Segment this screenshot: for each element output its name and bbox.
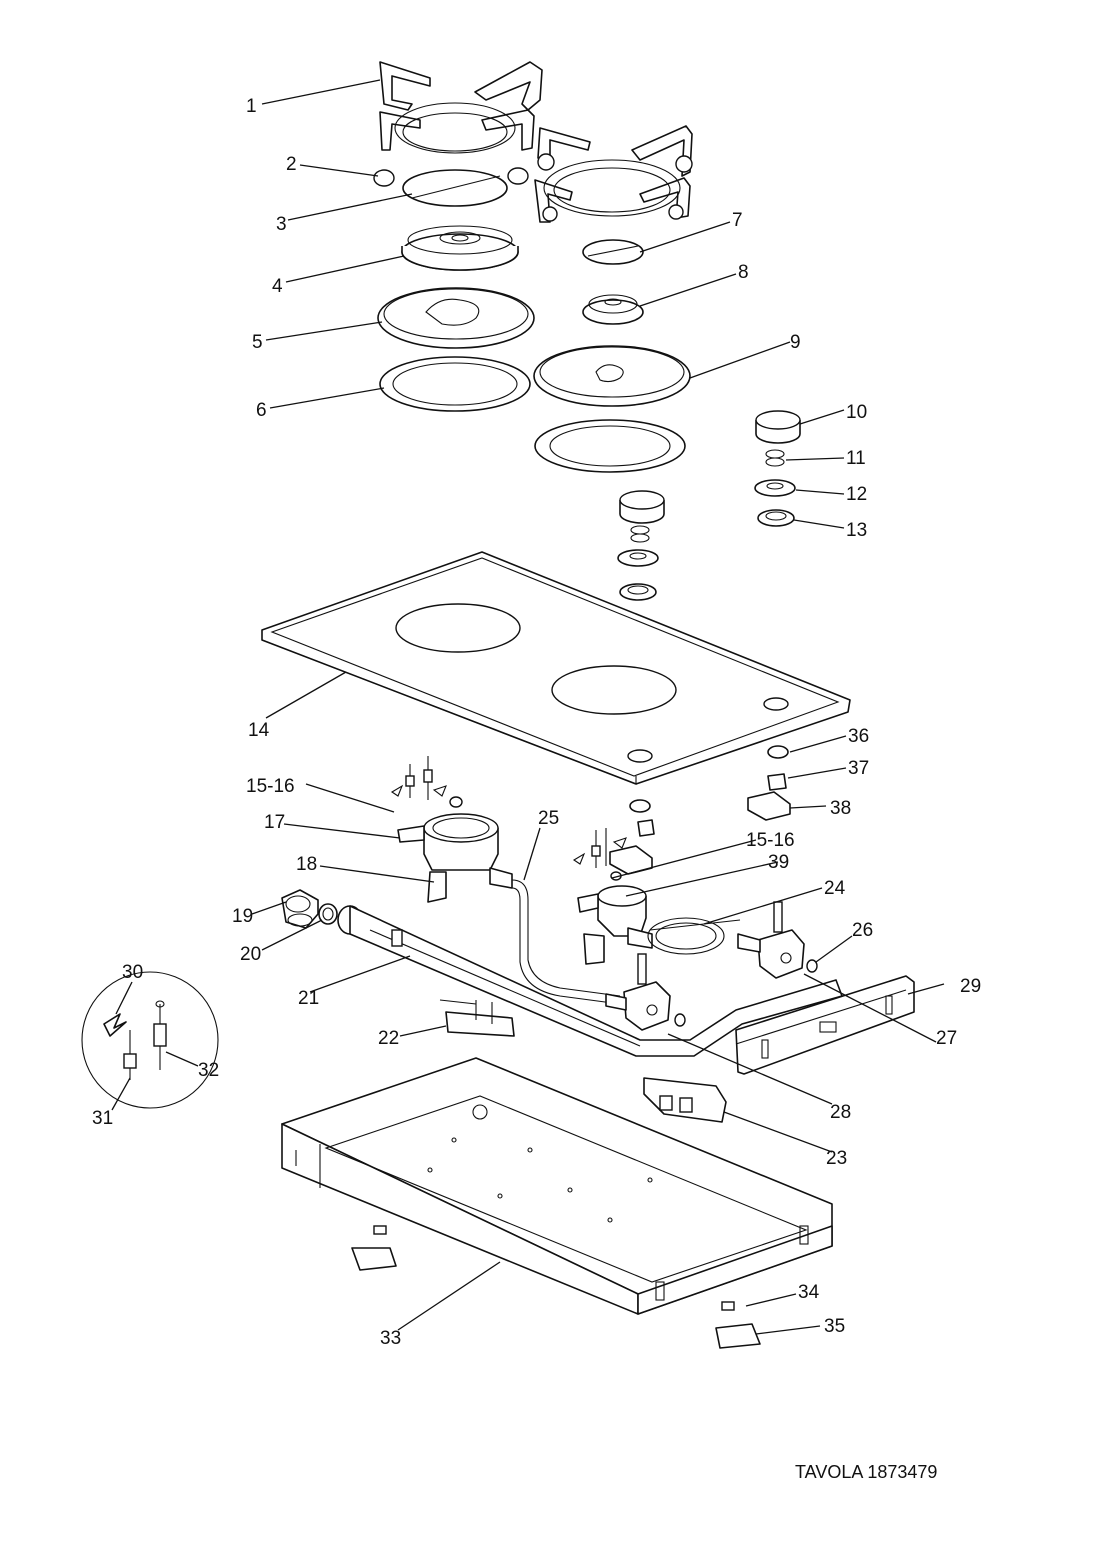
callout-27: 27 — [936, 1028, 957, 1049]
burner-cup-right — [577, 885, 653, 965]
pan-support-small — [534, 125, 693, 223]
callout-33: 33 — [380, 1328, 401, 1349]
callout-28: 28 — [830, 1102, 851, 1123]
callout-15-16-right: 15-16 — [746, 830, 795, 851]
callout-12: 12 — [846, 484, 867, 505]
callout-25: 25 — [538, 808, 559, 829]
callout-23: 23 — [826, 1148, 847, 1169]
burner-base-large — [377, 287, 535, 349]
burner-base-small — [533, 345, 691, 407]
callout-8: 8 — [738, 262, 749, 283]
callout-36: 36 — [848, 726, 869, 747]
pan-support-large — [379, 61, 543, 154]
electrode-thermocouple-set-left — [390, 756, 463, 808]
callout-20: 20 — [240, 944, 261, 965]
flame-spreader-small — [582, 294, 644, 325]
knob-bush — [629, 745, 789, 813]
fixing-clip — [351, 1225, 761, 1349]
callout-4: 4 — [272, 276, 283, 297]
gasket-small — [534, 419, 686, 473]
gas-tap-left — [605, 953, 671, 1031]
burner-cup-left — [397, 813, 513, 903]
callout-19: 19 — [232, 906, 253, 927]
drawing-caption: TAVOLA 1873479 — [795, 1462, 938, 1482]
leader-lines — [111, 79, 945, 1335]
electrode-thermocouple-set-right — [572, 828, 627, 881]
callout-18: 18 — [296, 854, 317, 875]
callout-15-16-left: 15-16 — [246, 776, 295, 797]
spark-clip — [637, 773, 787, 837]
knob-stack-right — [754, 410, 801, 527]
callout-32: 32 — [198, 1060, 219, 1081]
gas-elbow — [281, 889, 319, 929]
gas-tube-right — [647, 917, 741, 955]
callout-17: 17 — [264, 812, 285, 833]
thermocouple-holder — [609, 791, 791, 875]
burner-cap-small — [582, 239, 644, 265]
terminal-block — [439, 999, 515, 1037]
callout-10: 10 — [846, 402, 867, 423]
rubber-foot — [373, 167, 529, 187]
gas-tap-right — [737, 901, 805, 979]
callout-21: 21 — [298, 988, 319, 1009]
tap-washer — [674, 959, 818, 1027]
callout-7: 7 — [732, 210, 743, 231]
callout-3: 3 — [276, 214, 287, 235]
callout-11: 11 — [846, 448, 866, 469]
callout-38: 38 — [830, 798, 851, 819]
flame-spreader-large — [401, 225, 519, 271]
callout-34: 34 — [798, 1282, 820, 1303]
callout-1: 1 — [246, 96, 257, 117]
inset-detail-circle — [81, 971, 219, 1109]
gasket-large — [379, 356, 531, 412]
tap-bracket — [735, 975, 915, 1075]
callout-29: 29 — [960, 976, 981, 997]
ignition-module — [643, 1077, 727, 1123]
callout-13: 13 — [846, 520, 867, 541]
sealing-washer — [318, 903, 338, 925]
burner-cap-large — [402, 169, 508, 207]
callout-5: 5 — [252, 332, 263, 353]
gas-tube-left — [511, 879, 621, 1005]
callout-6: 6 — [256, 400, 267, 421]
hob-top-plate — [261, 551, 851, 785]
callout-labels: 1 2 3 4 5 6 7 8 9 10 11 12 13 14 15-16 1… — [92, 96, 981, 1349]
hob-chassis — [281, 1057, 833, 1315]
callout-22: 22 — [378, 1028, 399, 1049]
callout-30: 30 — [122, 962, 143, 983]
callout-14: 14 — [248, 720, 270, 741]
knob-stack-middle — [617, 490, 665, 601]
callout-2: 2 — [286, 154, 297, 175]
callout-9: 9 — [790, 332, 801, 353]
callout-37: 37 — [848, 758, 869, 779]
callout-26: 26 — [852, 920, 873, 941]
callout-31: 31 — [92, 1108, 113, 1129]
callout-24: 24 — [824, 878, 846, 899]
callout-35: 35 — [824, 1316, 845, 1337]
callout-39: 39 — [768, 852, 789, 873]
